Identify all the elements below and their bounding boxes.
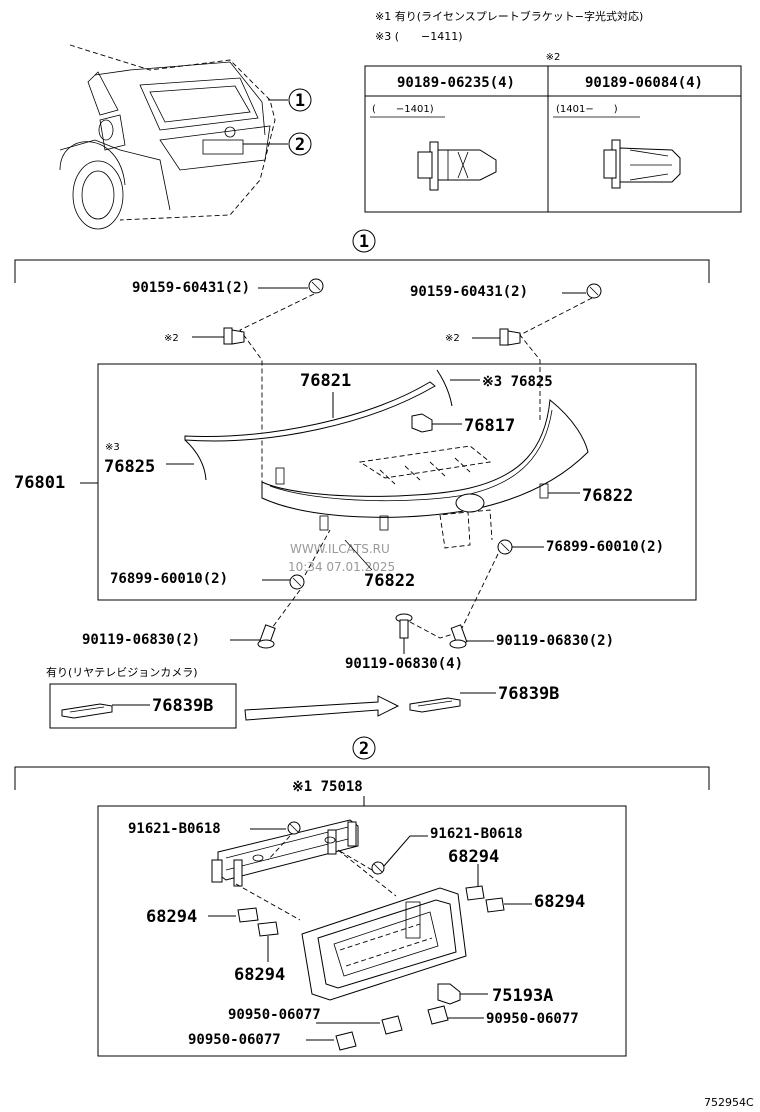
pad-68294-c-icon	[237, 907, 259, 923]
bolt-right-icon	[449, 624, 468, 649]
bolt-left-icon	[257, 624, 276, 649]
note-1: ※1 有り(ライセンスプレートブラケット−字光式対応)	[375, 9, 643, 23]
part-75018-bracket	[211, 819, 359, 887]
label-75018: ※1 75018	[292, 779, 363, 795]
label-90950-c: 90950-06077	[188, 1032, 281, 1048]
note-3: ※3 ( −1411)	[375, 30, 463, 43]
svg-text:1: 1	[359, 232, 369, 252]
screw-left-icon	[308, 278, 324, 294]
section-1-callout: 1	[352, 229, 376, 253]
part-76801-garnish	[261, 399, 589, 549]
section-1-box	[97, 363, 697, 601]
part-76825-top	[436, 369, 453, 407]
clip-range-2: (1401− )	[556, 104, 618, 115]
diagram-id: 752954C	[704, 1096, 754, 1109]
label-76822-bottom: 76822	[364, 571, 415, 591]
clip-left-icon	[223, 327, 245, 345]
pad-68294-d-icon	[257, 921, 279, 937]
label-76899-left: 76899-60010(2)	[110, 571, 228, 587]
part-76825-left	[184, 439, 207, 481]
svg-text:2: 2	[359, 739, 369, 759]
section-2-bracket	[14, 766, 710, 790]
label-90950-a: 90950-06077	[228, 1007, 321, 1023]
label-91621-right: 91621-B0618	[430, 826, 523, 842]
section-1-bracket	[14, 259, 710, 283]
vehicle-overview	[59, 44, 288, 230]
clip-table-marker: ※2	[546, 52, 561, 63]
pad-68294-b-icon	[485, 897, 505, 913]
callout-1-overview: 1	[288, 88, 312, 112]
part-76839b-icon	[409, 697, 461, 713]
label-76825-top: ※3 76825	[482, 374, 553, 390]
label-76825-left: 76825	[104, 457, 155, 477]
ref-3-left: ※3	[105, 442, 120, 453]
camera-box	[49, 683, 237, 729]
watermark-datetime: 10:34 07.01.2025	[288, 560, 395, 574]
label-76822-right: 76822	[582, 486, 633, 506]
ref-2-left: ※2	[164, 333, 179, 344]
bolt-center-icon	[395, 613, 413, 639]
bolt-91621-left-icon	[287, 821, 301, 835]
part-76817-icon	[411, 413, 433, 433]
pad-90950-b-icon	[427, 1005, 449, 1025]
callout-2-overview: 2	[288, 132, 312, 156]
label-76821: 76821	[300, 371, 351, 391]
part-75193a-icon	[437, 983, 461, 1005]
label-68294-b: 68294	[534, 892, 585, 912]
label-90119-center: 90119-06830(4)	[345, 656, 463, 672]
label-90119-left: 90119-06830(2)	[82, 632, 200, 648]
screw-right-icon	[586, 283, 602, 299]
section-2-box	[97, 805, 627, 1057]
label-68294-d: 68294	[234, 965, 285, 985]
label-90119-right: 90119-06830(2)	[496, 633, 614, 649]
label-76801: 76801	[14, 473, 65, 493]
pad-68294-a-icon	[465, 885, 485, 901]
watermark-site: WWW.ILCATS.RU	[290, 542, 390, 556]
section-2-callout: 2	[352, 736, 376, 760]
label-76839b-right: 76839B	[498, 684, 559, 704]
part-license-frame	[301, 887, 467, 1001]
label-screw-right: 90159-60431(2)	[410, 284, 528, 300]
clip-76899-right-icon	[497, 539, 513, 555]
label-68294-c: 68294	[146, 907, 197, 927]
clip-table: 90189-06235(4) 90189-06084(4) ( −1401) (…	[364, 65, 742, 213]
camera-note: 有り(リヤテレビジョンカメラ)	[46, 665, 198, 679]
callout-number: 2	[295, 135, 305, 155]
label-76839b-box: 76839B	[152, 696, 213, 716]
label-76899-right: 76899-60010(2)	[546, 539, 664, 555]
label-91621-left: 91621-B0618	[128, 821, 221, 837]
ref-2-right: ※2	[445, 333, 460, 344]
clip-range-1: ( −1401)	[372, 104, 434, 115]
pad-90950-c-icon	[335, 1031, 357, 1051]
clip-header-1: 90189-06235(4)	[397, 75, 515, 91]
part-76821	[184, 381, 436, 442]
callout-number: 1	[295, 91, 305, 111]
bolt-91621-right-icon	[371, 861, 385, 875]
arrow-to-76839b	[244, 695, 400, 721]
label-90950-b: 90950-06077	[486, 1011, 579, 1027]
clip-header-2: 90189-06084(4)	[585, 75, 703, 91]
label-screw-left: 90159-60431(2)	[132, 280, 250, 296]
label-76817: 76817	[464, 416, 515, 436]
label-75193a: 75193A	[492, 986, 553, 1006]
label-68294-a: 68294	[448, 847, 499, 867]
part-76839b-box-icon	[61, 703, 113, 719]
clip-76899-left-icon	[289, 574, 305, 590]
pad-90950-a-icon	[381, 1015, 403, 1035]
clip-1-icon	[417, 141, 497, 191]
clip-2-icon	[603, 139, 681, 189]
clip-right-icon	[499, 328, 521, 346]
